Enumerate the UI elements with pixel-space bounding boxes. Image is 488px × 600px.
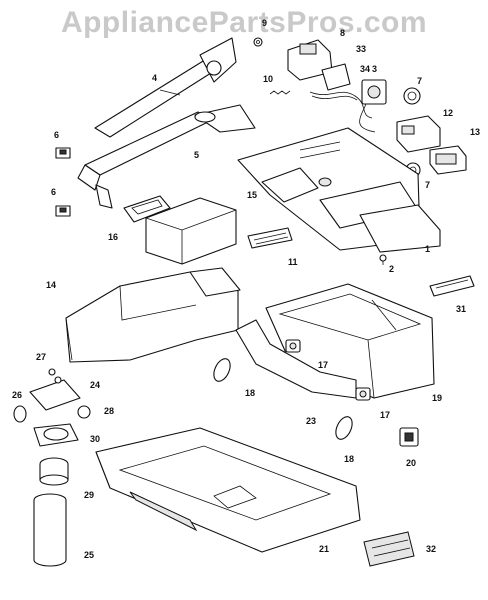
part-18-bulb-right[interactable]	[333, 414, 356, 442]
part-16-gasket[interactable]	[123, 195, 171, 223]
part-27-screws[interactable]	[48, 368, 62, 384]
part-25-water-filter[interactable]	[33, 493, 67, 567]
callout-10: 10	[263, 74, 273, 84]
callout-1: 1	[425, 244, 430, 254]
part-5-damper-arm[interactable]	[77, 104, 256, 209]
callout-18-right: 18	[344, 454, 354, 464]
part-6-clip-upper[interactable]	[55, 147, 71, 159]
part-23-cover-rail[interactable]	[235, 319, 357, 399]
callout-5: 5	[194, 150, 199, 160]
callout-7-upper: 7	[417, 76, 422, 86]
part-30-filter-head[interactable]	[33, 423, 79, 447]
callout-6-upper: 6	[54, 130, 59, 140]
callout-17-right: 17	[380, 410, 390, 420]
part-34-wire-harness[interactable]	[309, 91, 373, 119]
callout-16: 16	[108, 232, 118, 242]
part-33-bracket[interactable]	[321, 63, 351, 91]
part-12-control-housing[interactable]	[396, 115, 441, 153]
part-18-bulb-left[interactable]	[211, 356, 234, 384]
callout-21: 21	[319, 544, 329, 554]
callout-29: 29	[84, 490, 94, 500]
callout-18-left: 18	[245, 388, 255, 398]
part-2-screw[interactable]	[379, 254, 387, 265]
callout-20: 20	[406, 458, 416, 468]
part-28-fitting[interactable]	[77, 405, 91, 419]
callout-25: 25	[84, 550, 94, 560]
part-15-insulation-block[interactable]	[145, 197, 237, 265]
callout-26: 26	[12, 390, 22, 400]
part-10-spring[interactable]	[269, 90, 291, 95]
callout-4: 4	[152, 73, 157, 83]
callout-23: 23	[306, 416, 316, 426]
callout-27: 27	[36, 352, 46, 362]
callout-13: 13	[470, 127, 480, 137]
callout-30: 30	[90, 434, 100, 444]
part-11-vent-grille[interactable]	[247, 227, 293, 249]
callout-33: 33	[356, 44, 366, 54]
callout-32: 32	[426, 544, 436, 554]
part-24-mounting-plate[interactable]	[29, 379, 81, 411]
callout-19: 19	[432, 393, 442, 403]
callout-2: 2	[389, 264, 394, 274]
part-1-control-housing[interactable]	[237, 127, 441, 253]
part-21-drawer-base[interactable]	[95, 427, 361, 553]
part-4-diffuser-arm[interactable]	[94, 37, 237, 138]
callout-8: 8	[340, 28, 345, 38]
callout-7-lower: 7	[425, 180, 430, 190]
watermark-text: AppliancePartsPros.com	[60, 6, 428, 39]
part-6-clip-lower[interactable]	[55, 205, 71, 217]
callout-12: 12	[443, 108, 453, 118]
part-26-fitting[interactable]	[13, 405, 27, 423]
part-14-air-duct[interactable]	[65, 267, 241, 363]
callout-9: 9	[262, 18, 267, 28]
part-3-thermostat[interactable]	[359, 79, 387, 133]
part-20-switch[interactable]	[399, 427, 419, 447]
callout-17-left: 17	[318, 360, 328, 370]
part-31-trim-strip[interactable]	[429, 275, 475, 297]
callout-11: 11	[288, 257, 298, 267]
part-7-knob-upper[interactable]	[403, 87, 421, 105]
part-9-washer[interactable]	[253, 37, 263, 47]
part-13-light-housing[interactable]	[429, 145, 467, 175]
callout-14: 14	[46, 280, 56, 290]
part-32-shelf-clip[interactable]	[363, 531, 415, 567]
callout-28: 28	[104, 406, 114, 416]
part-17-lamp-socket-right[interactable]	[355, 387, 371, 401]
callout-24: 24	[90, 380, 100, 390]
callout-3: 3	[372, 64, 377, 74]
callout-31: 31	[456, 304, 466, 314]
part-17-lamp-socket-left[interactable]	[285, 339, 301, 353]
callout-6-lower: 6	[51, 187, 56, 197]
callout-15: 15	[247, 190, 257, 200]
callout-34: 34	[360, 64, 370, 74]
part-29-filter-cap[interactable]	[39, 457, 69, 486]
